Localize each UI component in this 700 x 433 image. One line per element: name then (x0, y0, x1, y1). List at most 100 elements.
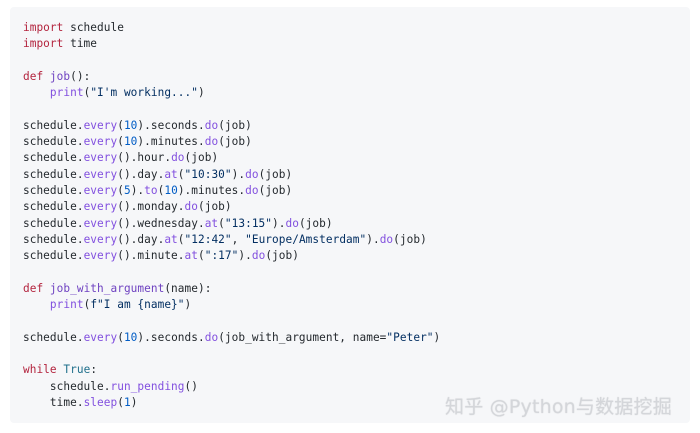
code-token: print (49, 298, 84, 312)
code-token: job (49, 69, 71, 83)
code-token: ( (83, 86, 91, 100)
code-token: ().day. (117, 232, 165, 246)
code-token: ) (184, 298, 192, 312)
code-line (23, 346, 440, 362)
code-token: ( (218, 216, 225, 230)
code-token: ). (238, 249, 252, 263)
code-token: (job) (393, 232, 427, 246)
code-line (23, 53, 440, 69)
code-token: 5 (123, 183, 131, 197)
code-token: (job) (218, 118, 252, 132)
code-token (43, 282, 50, 295)
code-token: ( (197, 249, 205, 263)
code-token (23, 298, 50, 311)
code-token: ).seconds. (137, 118, 205, 132)
code-token: every (83, 200, 118, 214)
code-line: schedule.every(10).seconds.do(job) (23, 118, 440, 134)
code-token: (job_with_argument, name= (218, 330, 387, 344)
code-token: 10 (164, 183, 178, 197)
code-token: (job) (184, 151, 219, 165)
code-token: f"I am {name}" (90, 298, 185, 312)
code-token: do (379, 232, 394, 246)
code-token: (job) (298, 216, 333, 230)
code-token: "Europe/Amsterdam" (245, 232, 367, 246)
code-token: sleep (83, 395, 118, 409)
code-token: ().minute. (117, 249, 185, 263)
code-token: print (49, 86, 84, 100)
code-line: def job(): (23, 69, 440, 85)
code-token: schedule. (23, 249, 84, 263)
code-token: do (204, 330, 219, 344)
code-token (43, 70, 50, 83)
code-token: every (83, 151, 118, 165)
code-token: ().hour. (117, 151, 172, 165)
code-token: , (231, 232, 246, 246)
code-token: every (83, 135, 118, 149)
code-token: "13:15" (224, 216, 273, 230)
code-line: schedule.every().minute.at(":17").do(job… (23, 248, 440, 264)
code-line: schedule.every().wednesday.at("13:15").d… (23, 216, 440, 232)
code-token: def (23, 281, 44, 295)
code-token: every (83, 330, 118, 344)
code-token: ().monday. (117, 200, 185, 214)
code-token: ).seconds. (137, 330, 205, 344)
code-token: (job) (197, 200, 232, 214)
zhihu-watermark: 知乎 @Python与数据挖掘 (445, 396, 672, 418)
code-token: "I'm working..." (90, 86, 198, 100)
code-token: at (164, 167, 178, 181)
code-token: ().day. (117, 167, 165, 181)
code-token: every (83, 232, 118, 246)
code-token: (name): (164, 281, 212, 295)
code-token: def (23, 69, 44, 83)
code-token: ( (117, 395, 124, 409)
code-line: def job_with_argument(name): (23, 281, 440, 297)
code-token: at (164, 232, 178, 246)
code-line: time.sleep(1) (23, 395, 440, 411)
code-token: to (144, 183, 158, 197)
code-token: schedule. (23, 216, 84, 230)
code-line: print("I'm working...") (23, 85, 440, 101)
code-token: ":17" (204, 249, 239, 263)
code-token: ( (117, 118, 124, 132)
code-token: do (204, 135, 219, 149)
code-line: schedule.every().day.at("10:30").do(job) (23, 167, 440, 183)
code-token: "10:30" (184, 167, 232, 181)
code-token: (job) (218, 135, 252, 149)
code-token: ) (433, 330, 441, 344)
code-token: do (171, 151, 185, 165)
code-token: ). (130, 183, 145, 197)
code-line (23, 264, 440, 280)
code-token: ( (177, 167, 185, 181)
code-token: import (23, 37, 64, 51)
code-token: do (251, 249, 266, 263)
code-token: time (63, 37, 98, 51)
code-token: at (184, 249, 198, 263)
code-token: ). (272, 216, 286, 230)
code-token: (job) (265, 249, 299, 263)
code-token: schedule. (23, 183, 84, 197)
code-token: every (83, 118, 118, 132)
code-token: do (245, 183, 259, 197)
code-token: time. (23, 395, 84, 409)
code-token: 10 (123, 118, 138, 132)
code-token: do (204, 118, 219, 132)
code-token: ( (83, 298, 91, 312)
code-line: while True: (23, 362, 440, 378)
code-token: while (23, 363, 57, 377)
code-token: ).minutes. (137, 135, 205, 149)
code-token: 10 (123, 330, 138, 344)
code-token: at (204, 216, 219, 230)
code-token: (): (70, 69, 91, 83)
code-line: schedule.every().monday.do(job) (23, 199, 440, 215)
code-token: 10 (123, 135, 138, 149)
code-line (23, 313, 440, 329)
code-token (23, 86, 50, 99)
code-token: ). (231, 167, 246, 181)
code-line: import schedule (23, 20, 440, 36)
code-token: schedule. (23, 135, 84, 149)
code-line: schedule.every(10).seconds.do(job_with_a… (23, 330, 440, 346)
code-line (23, 101, 440, 117)
code-line: schedule.every(10).minutes.do(job) (23, 134, 440, 150)
code-token: 1 (123, 395, 131, 409)
